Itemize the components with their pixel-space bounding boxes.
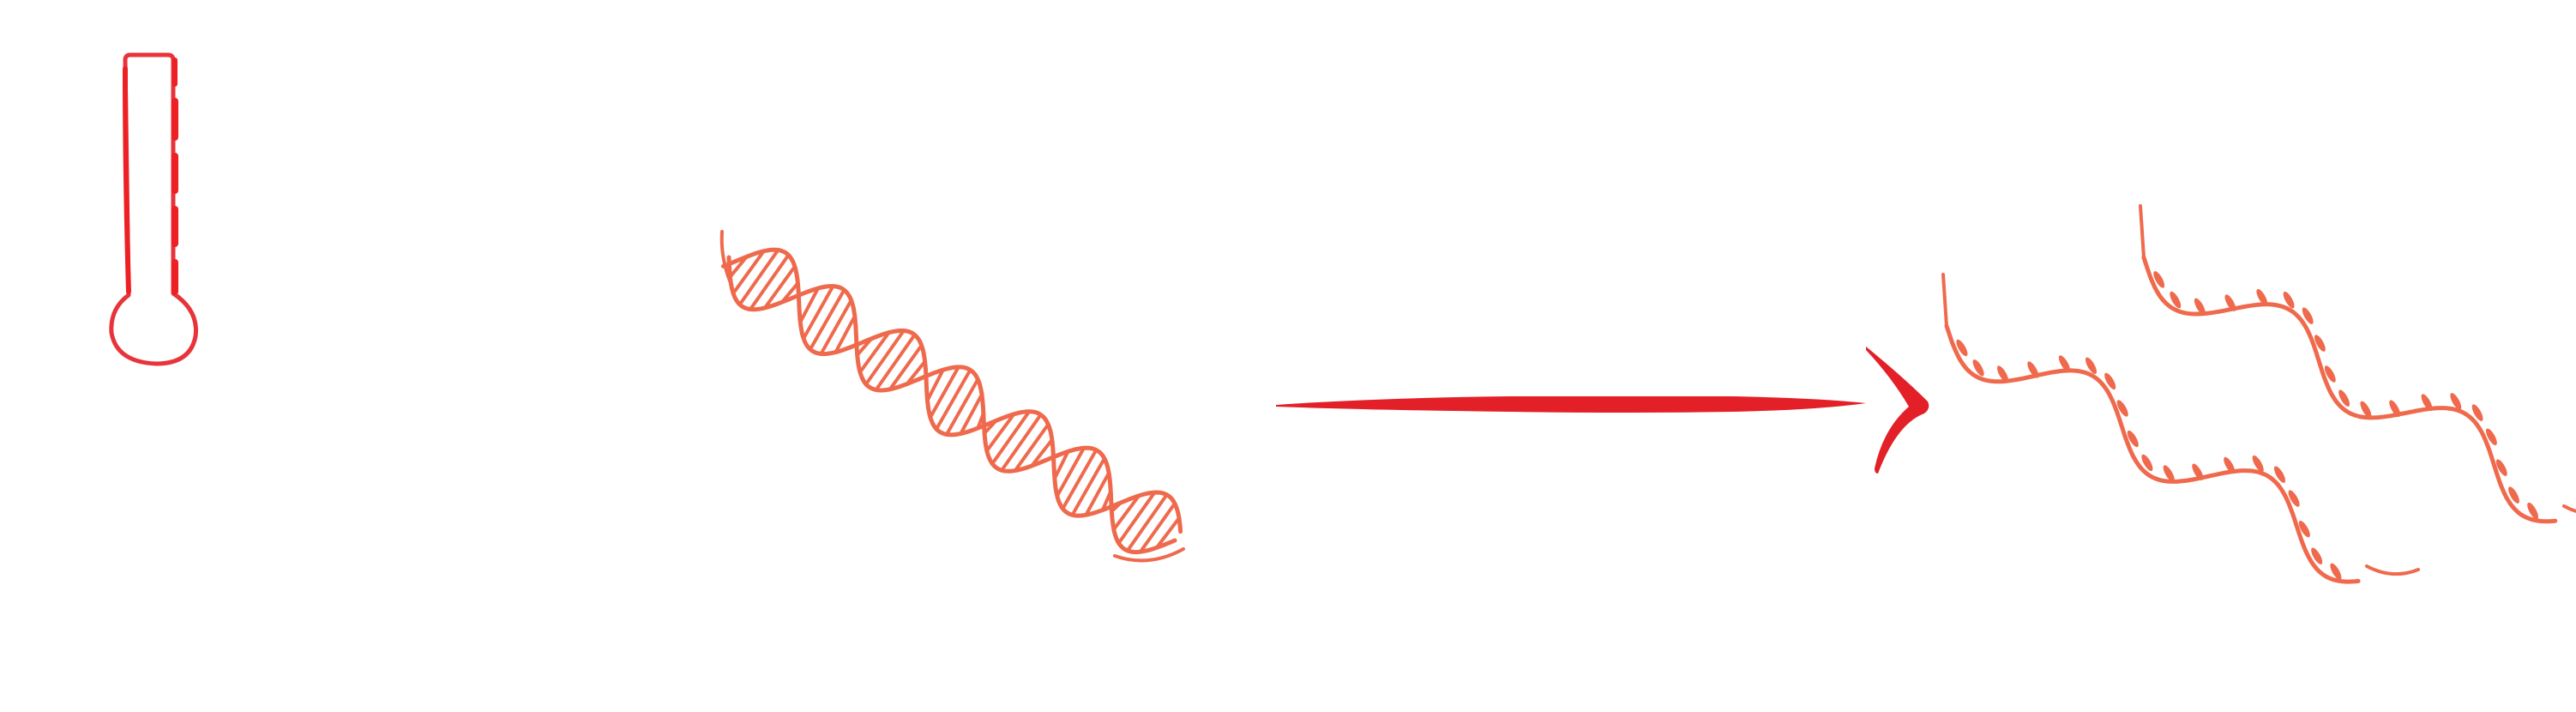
ssdna-base xyxy=(2288,490,2300,507)
dna-base-pair xyxy=(1030,437,1054,468)
ssdna-base xyxy=(2224,456,2236,474)
ssdna-base xyxy=(1956,339,1968,357)
dna-end-left xyxy=(719,230,732,285)
dna-base-pair xyxy=(819,299,853,356)
ssdna-base xyxy=(2104,372,2116,390)
ssdna-base xyxy=(2314,335,2326,352)
dna-base-pair xyxy=(990,409,1032,466)
ssdna-base xyxy=(2298,520,2310,538)
ssdna-base xyxy=(2389,400,2401,417)
ssdna-tail-start xyxy=(1941,273,1948,328)
dna-base-pair xyxy=(1138,501,1177,554)
dna-base-pair xyxy=(925,368,945,402)
dna-base-pair xyxy=(905,359,927,386)
dna-base-pair xyxy=(1013,422,1050,473)
ssdna-base xyxy=(2256,288,2268,306)
ssdna-base xyxy=(2194,298,2206,316)
dna-end-right xyxy=(1113,547,1185,563)
thermometer-icon xyxy=(109,52,198,366)
dna-base-pair xyxy=(874,333,917,392)
ssdna-base xyxy=(2508,486,2519,504)
dna-base-pair xyxy=(834,314,857,354)
dna-base-pair xyxy=(1055,446,1086,498)
dna-base-pair xyxy=(1000,413,1043,473)
ssdna-base xyxy=(2224,294,2236,311)
ssdna-base xyxy=(2330,563,2342,581)
dna-base-pair xyxy=(728,255,749,279)
dna-base-pair xyxy=(1070,456,1106,517)
dna-base-pair xyxy=(1110,500,1123,514)
ssdna-base xyxy=(2527,502,2539,520)
dna-base-pair xyxy=(935,368,972,431)
ssdna-base xyxy=(2360,401,2372,419)
ssdna-base xyxy=(2192,463,2204,480)
dna-base-pair xyxy=(928,365,960,419)
ssdna-base xyxy=(2311,547,2323,564)
dna-base-pair xyxy=(1084,471,1111,517)
ssdna-base xyxy=(2170,291,2182,309)
dna-double-helix-icon xyxy=(719,230,1185,563)
ssdna-base xyxy=(2058,355,2070,372)
ssdna-base xyxy=(2283,291,2295,309)
dna-base-pair xyxy=(802,284,835,341)
ssdna-base xyxy=(2338,389,2350,407)
ssdna-base xyxy=(1996,365,2009,383)
dna-base-pair xyxy=(808,288,846,352)
dna-single-strand-icon xyxy=(1941,204,2576,584)
dna-base-pair xyxy=(944,377,980,437)
dna-base-pair xyxy=(858,330,891,374)
ssdna-base xyxy=(2141,454,2153,472)
ssdna-tail-end xyxy=(2562,504,2576,513)
dna-base-pair xyxy=(1100,489,1113,512)
dna-base-pair xyxy=(780,281,800,305)
dna-base-pair xyxy=(855,336,874,357)
dna-base-pair xyxy=(1154,516,1181,550)
dna-base-pair xyxy=(1061,448,1098,510)
dna-base-pair xyxy=(749,253,791,311)
ssdna-backbone-2 xyxy=(2141,255,2558,524)
ssdna-base xyxy=(2127,430,2139,448)
ssdna-base xyxy=(2163,465,2175,482)
dna-base-pair xyxy=(1111,493,1141,532)
dna-base-pair xyxy=(864,329,906,386)
dna-base-pair xyxy=(983,419,998,436)
dna-base-pair xyxy=(731,249,766,295)
ssdna-base xyxy=(2027,361,2039,378)
dna-base-pair xyxy=(1125,492,1169,552)
ssdna-base xyxy=(2450,393,2462,410)
ssdna-base xyxy=(2421,394,2433,411)
ssdna-base xyxy=(2153,271,2165,288)
ssdna-tail-start xyxy=(2139,204,2146,259)
dna-base-pair xyxy=(959,392,984,436)
dna-base-pair xyxy=(1052,450,1070,480)
arrow-right-icon xyxy=(1276,347,1929,474)
dna-base-pair xyxy=(984,412,1016,453)
ssdna-base xyxy=(2485,428,2497,446)
ssdna-base xyxy=(2252,455,2264,473)
ssdna-base xyxy=(2085,357,2098,375)
dna-base-pair xyxy=(798,287,820,324)
ssdna-base xyxy=(1972,359,1984,377)
ssdna-base xyxy=(2324,365,2336,383)
ssdna-base xyxy=(2116,400,2128,417)
dna-base-pair xyxy=(737,248,780,306)
dna-base-pair xyxy=(888,343,924,391)
ssdna-base xyxy=(2302,307,2314,324)
dna-base-pair xyxy=(762,264,797,310)
ssdna-backbone-1 xyxy=(1944,323,2361,584)
ssdna-base xyxy=(2273,466,2286,483)
ssdna-tail-end xyxy=(2365,564,2420,576)
dna-base-pair xyxy=(1116,491,1157,546)
ssdna-base xyxy=(2495,459,2507,476)
dna-base-pair xyxy=(976,411,985,431)
ssdna-base xyxy=(2471,404,2483,421)
